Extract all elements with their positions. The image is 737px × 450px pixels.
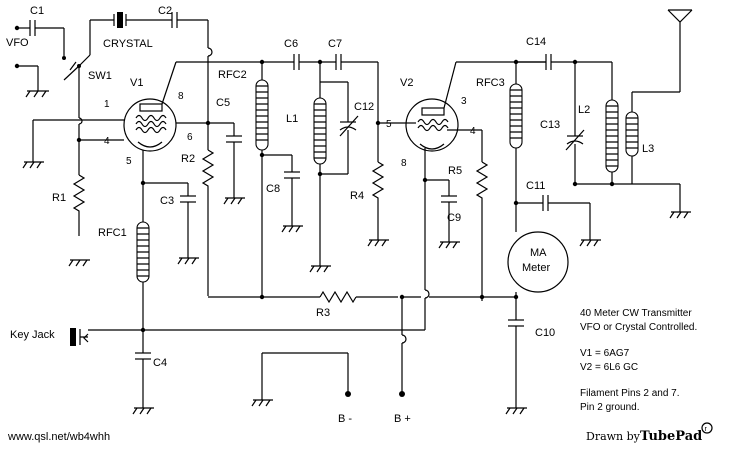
rfc2-c8 <box>255 59 303 300</box>
key-jack-c4 <box>70 327 398 415</box>
label-r3: R3 <box>316 307 330 319</box>
tube-v2-type: V2 = 6L6 GC <box>580 362 638 373</box>
label-l2: L2 <box>578 104 590 116</box>
pin-v1-5: 5 <box>126 156 132 167</box>
antenna-icon <box>667 9 693 23</box>
output-section <box>505 9 693 415</box>
resistor-r1 <box>68 174 90 267</box>
label-rfc3: RFC3 <box>476 77 505 89</box>
label-c4: C4 <box>153 357 167 369</box>
tube-v2 <box>398 61 546 331</box>
label-c14: C14 <box>526 36 546 48</box>
label-r2: R2 <box>181 153 195 165</box>
pin-v2-4: 4 <box>470 126 476 137</box>
label-l3: L3 <box>642 143 654 155</box>
filament-note-1: Filament Pins 2 and 7. <box>580 388 680 399</box>
label-vfo: VFO <box>6 37 29 49</box>
label-v2: V2 <box>400 77 413 89</box>
label-l1: L1 <box>286 113 298 125</box>
label-r5: R5 <box>448 165 462 177</box>
c3-rfc1-network <box>136 182 199 330</box>
label-r1: R1 <box>52 192 66 204</box>
meter-label-ma: MA <box>530 247 547 259</box>
label-r4: R4 <box>350 190 364 202</box>
component-labels: C1 C2 VFO CRYSTAL SW1 V1 RFC2 C5 R2 C6 C… <box>6 5 654 425</box>
label-c6: C6 <box>284 38 298 50</box>
label-rfc1: RFC1 <box>98 227 127 239</box>
sw1-contact-top <box>62 56 66 60</box>
input-section <box>14 12 213 123</box>
label-b-minus: B - <box>338 413 352 425</box>
label-c2: C2 <box>158 5 172 17</box>
title-line-1: 40 Meter CW Transmitter <box>580 308 692 319</box>
label-c10: C10 <box>535 327 555 339</box>
tube-v1-type: V1 = 6AG7 <box>580 348 630 359</box>
filament-note-2: Pin 2 ground. <box>580 402 640 413</box>
registered-mark-letter: r <box>705 426 708 433</box>
vfo-input-terminal <box>14 25 20 31</box>
label-v1: V1 <box>130 77 143 89</box>
pin-v1-4: 4 <box>104 136 110 147</box>
label-c5: C5 <box>216 97 230 109</box>
title-line-2: VFO or Crystal Controlled. <box>580 322 697 333</box>
pin-v1-1: 1 <box>104 99 110 110</box>
tube-v1 <box>22 61 262 186</box>
label-c8: C8 <box>266 183 280 195</box>
label-sw1: SW1 <box>88 70 112 82</box>
pin-v2-3: 3 <box>461 96 467 107</box>
resistor-r3-bus <box>251 290 516 407</box>
c5-r2-network <box>201 120 320 298</box>
label-c13: C13 <box>540 119 560 131</box>
label-c3: C3 <box>160 195 174 207</box>
pin-v1-8: 8 <box>178 91 184 102</box>
c6-l1-c7-network <box>262 54 405 273</box>
label-c12: C12 <box>354 101 374 113</box>
label-crystal: CRYSTAL <box>103 38 153 50</box>
label-c1: C1 <box>30 5 44 17</box>
label-c9: C9 <box>447 212 461 224</box>
label-c11: C11 <box>526 180 545 192</box>
website-credit: www.qsl.net/wb4whh <box>7 431 110 443</box>
registered-mark-icon <box>701 422 713 434</box>
meter-label-meter: Meter <box>522 262 550 274</box>
drawn-by-label: Drawn by <box>586 430 641 443</box>
label-b-plus: B + <box>394 413 411 425</box>
label-c7: C7 <box>328 38 342 50</box>
pin-v2-8: 8 <box>401 158 407 169</box>
pin-labels: 1 4 5 6 8 3 4 5 8 <box>104 91 476 169</box>
label-rfc2: RFC2 <box>218 69 247 81</box>
notes: 40 Meter CW Transmitter VFO or Crystal C… <box>580 308 697 413</box>
tubepad-label: TubePad <box>640 429 702 444</box>
footer: www.qsl.net/wb4whh Drawn by TubePad r <box>7 422 713 444</box>
pin-v2-5: 5 <box>386 119 392 130</box>
label-key-jack: Key Jack <box>10 329 55 341</box>
pin-v1-6: 6 <box>187 132 193 143</box>
